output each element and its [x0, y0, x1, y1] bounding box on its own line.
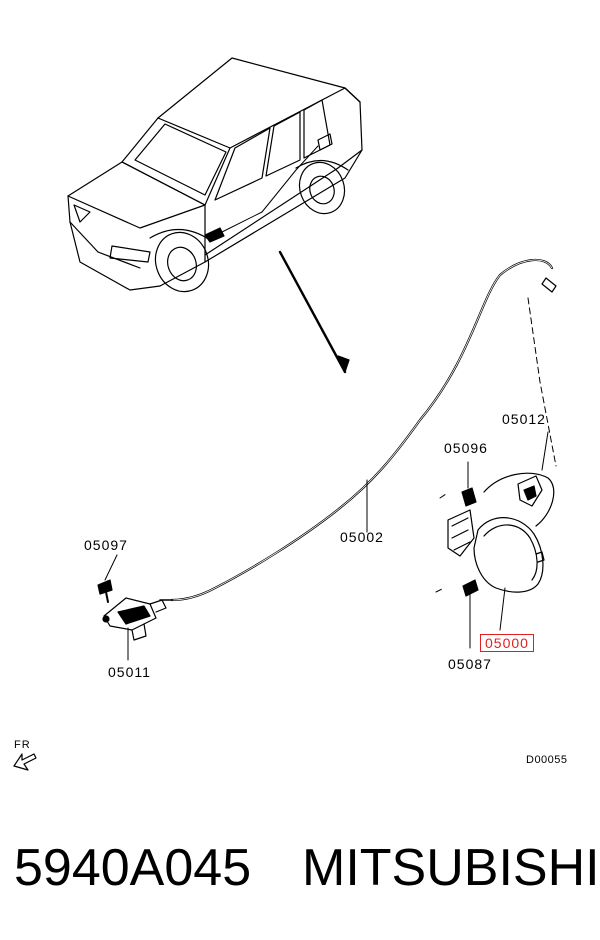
- part-label-05012: 05012: [502, 411, 546, 427]
- orientation-label: FR: [14, 739, 31, 751]
- part-label-05011: 05011: [108, 664, 151, 680]
- screw-05087: [462, 579, 479, 597]
- footer: 5940A045 MITSUBISHI: [0, 832, 600, 902]
- parts-diagram: [13, 57, 557, 771]
- fuel-lid-panel: [473, 517, 545, 593]
- direction-arrow: [278, 250, 350, 374]
- diagram-reference-code: D00055: [526, 754, 568, 766]
- part-label-05087: 05087: [448, 656, 492, 672]
- part-label-05002: 05002: [340, 529, 384, 545]
- fuel-lid-hinge: [447, 509, 475, 557]
- part-label-05097: 05097: [84, 537, 128, 553]
- receptacle-05012: [483, 472, 555, 527]
- part-number: 5940A045: [14, 839, 252, 897]
- leader-lines: [104, 297, 557, 661]
- brand-name: MITSUBISHI: [302, 839, 600, 897]
- front-direction-arrow: [13, 753, 37, 771]
- bolt-05097: [97, 579, 113, 603]
- clip-05096: [461, 487, 477, 507]
- opener-lever: [102, 597, 167, 641]
- part-label-05000[interactable]: 05000: [480, 634, 534, 652]
- part-label-05096: 05096: [444, 440, 488, 456]
- vehicle-illustration: [67, 57, 363, 293]
- fuel-lid-cable: [159, 258, 557, 602]
